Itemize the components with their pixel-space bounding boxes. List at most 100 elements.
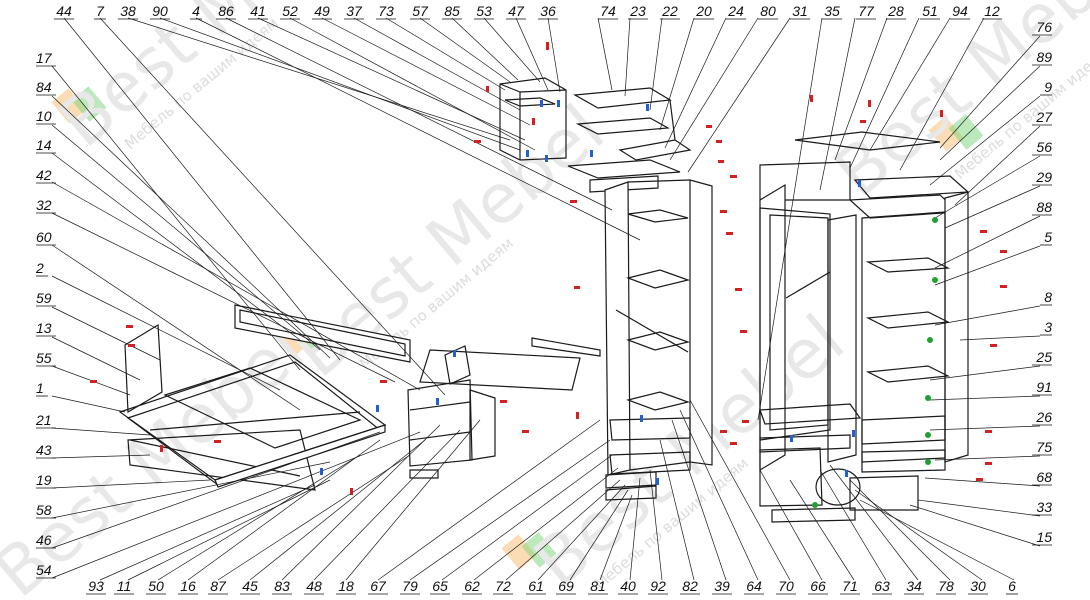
callout-right-33: 33 [1036,499,1052,515]
callout-right-56: 56 [1036,139,1052,155]
callout-bottom-83: 83 [274,578,290,594]
callout-top-85: 85 [444,3,460,19]
hardware-markers [90,42,1007,508]
callout-bottom-93: 93 [88,578,104,594]
red-markers [90,42,1007,495]
callout-left-60: 60 [36,229,52,245]
furniture-drawing [51,17,1041,581]
callout-top-49: 49 [314,3,330,19]
callout-left-19: 19 [36,472,52,488]
desk-assembly [407,337,601,479]
callout-top-4: 4 [192,3,200,19]
callout-bottom-6: 6 [1008,578,1016,594]
callout-right-9: 9 [1044,79,1052,95]
callout-bottom-67: 67 [370,578,387,594]
callout-right-26: 26 [1035,409,1052,425]
callout-top-94: 94 [952,3,968,19]
callout-top-52: 52 [282,3,298,19]
callout-bottom-70: 70 [778,578,794,594]
callout-bottom-81: 81 [590,578,606,594]
callout-top-20: 20 [695,3,712,19]
callout-right-5: 5 [1044,229,1052,245]
callout-bottom-87: 87 [210,578,227,594]
callout-right-75: 75 [1036,439,1052,455]
callout-right-89: 89 [1036,49,1052,65]
bed-assembly [118,304,411,491]
callout-left-10: 10 [36,108,52,124]
callout-top-7: 7 [96,3,105,19]
callout-bottom-79: 79 [402,578,418,594]
callout-left-54: 54 [36,562,52,578]
callout-top-12: 12 [984,3,1000,19]
callout-bottom-62: 62 [464,578,480,594]
callout-left-14: 14 [36,137,52,153]
callout-bottom-78: 78 [938,578,954,594]
watermark-brand: Best Mebel [280,90,619,393]
callout-top-24: 24 [727,3,744,19]
callout-left-59: 59 [36,290,52,306]
callout-bottom-40: 40 [620,578,636,594]
callout-bottom-65: 65 [432,578,448,594]
callout-bottom-82: 82 [682,578,698,594]
callout-top-35: 35 [824,3,840,19]
callout-right-91: 91 [1036,379,1052,395]
callout-right-29: 29 [1035,169,1052,185]
callout-bottom-34: 34 [906,578,922,594]
callout-top-41: 41 [250,3,266,19]
callout-bottom-64: 64 [746,578,762,594]
callout-bottom-18: 18 [338,578,354,594]
callout-top-38: 38 [120,3,136,19]
callout-top-28: 28 [887,3,904,19]
callout-top-57: 57 [412,3,429,19]
callout-right-3: 3 [1044,319,1052,335]
callout-left-32: 32 [36,197,52,213]
callout-bottom-69: 69 [558,578,574,594]
callout-right-88: 88 [1036,199,1052,215]
callout-top-53: 53 [476,3,492,19]
callout-top-31: 31 [792,3,808,19]
callout-bottom-61: 61 [528,578,544,594]
callout-left-55: 55 [36,350,52,366]
blue-markers [320,100,861,485]
callout-bottom-48: 48 [306,578,322,594]
callout-bottom-92: 92 [650,578,666,594]
callout-bottom-50: 50 [148,578,164,594]
callout-left-43: 43 [36,442,52,458]
callout-left-21: 21 [35,412,52,428]
callout-right-27: 27 [1035,109,1053,125]
callout-left-58: 58 [36,502,52,518]
callout-top-90: 90 [152,3,168,19]
wardrobe-assembly [759,131,970,523]
callout-bottom-30: 30 [970,578,986,594]
callout-top-37: 37 [346,3,363,19]
callout-top-36: 36 [540,3,556,19]
callout-top-47: 47 [508,3,525,19]
callout-right-8: 8 [1044,289,1052,305]
callout-left-1: 1 [36,380,44,396]
callout-bottom-72: 72 [495,578,511,594]
callout-top-22: 22 [661,3,678,19]
callout-right-15: 15 [1036,529,1052,545]
green-markers [812,217,938,508]
leader-lines [51,17,1041,581]
callout-right-76: 76 [1036,19,1052,35]
callout-bottom-63: 63 [874,578,890,594]
callout-top-51: 51 [922,3,938,19]
callout-bottom-71: 71 [842,578,858,594]
callout-bottom-11: 11 [117,578,132,594]
callout-bottom-45: 45 [242,578,258,594]
callout-right-68: 68 [1036,469,1052,485]
callout-top-80: 80 [760,3,776,19]
callout-left-46: 46 [36,532,52,548]
callout-top-74: 74 [600,3,616,19]
callout-top-73: 73 [378,3,394,19]
callout-top-44: 44 [56,3,72,19]
callout-left-42: 42 [36,167,52,183]
callout-top-86: 86 [218,3,234,19]
callout-bottom-16: 16 [180,578,196,594]
callout-bottom-66: 66 [810,578,826,594]
wall-shelf-assembly [499,77,692,193]
callout-right-25: 25 [1035,349,1052,365]
